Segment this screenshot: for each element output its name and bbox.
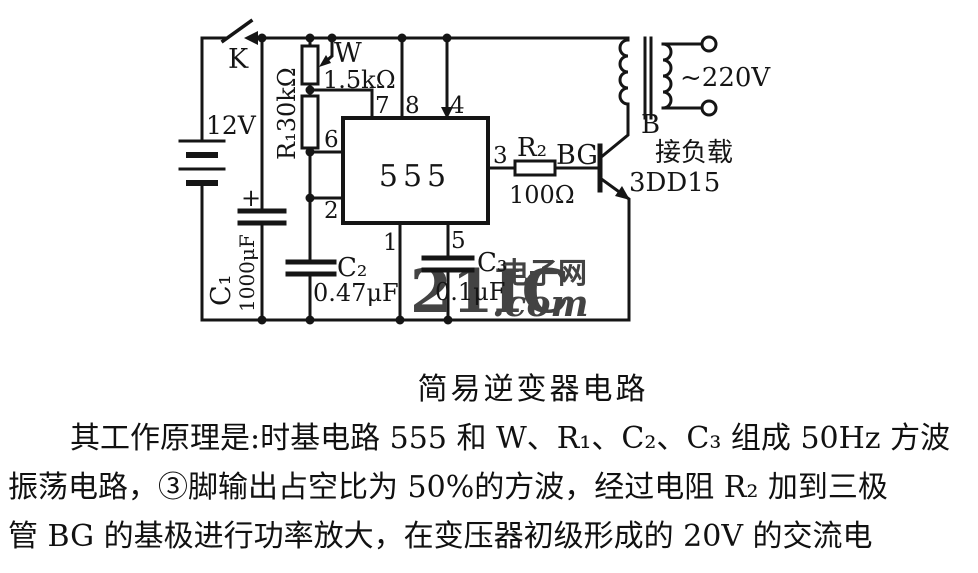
label-transistor-model: 3DD15 <box>629 168 720 198</box>
circuit-diagram: K 12V + C₁ 1000μF R₁30kΩ W 1.5kΩ 7 8 4 6… <box>178 18 771 327</box>
junction-dot <box>327 33 337 43</box>
transistor-emitter-arrow <box>615 186 630 200</box>
pot-w-body <box>300 44 320 86</box>
label-w-value: 1.5kΩ <box>323 66 396 94</box>
label-c2-name: C₂ <box>337 253 367 283</box>
label-c1-plus: + <box>241 184 261 212</box>
label-battery-12v: 12V <box>206 111 257 140</box>
junction-dot <box>395 315 405 325</box>
c1-plates <box>237 208 287 226</box>
label-c1-name: C₁ <box>206 275 237 306</box>
figure-caption: 简易逆变器电路 <box>417 372 649 407</box>
junction-dot <box>305 147 315 157</box>
resistor-r1-body <box>300 94 320 150</box>
label-transistor-bg: BG <box>556 140 598 171</box>
label-c2-value: 0.47μF <box>313 279 399 307</box>
transistor-collector-wire <box>597 102 630 161</box>
label-w-name: W <box>334 38 362 69</box>
junction-dot <box>305 193 315 203</box>
secondary-winding <box>661 42 673 110</box>
switch-blade <box>220 18 254 44</box>
label-c3-name: C₃ <box>477 248 507 278</box>
label-ic-555: 555 <box>379 159 451 194</box>
c2-plates <box>285 259 337 277</box>
output-terminal <box>700 35 718 53</box>
label-pin5: 5 <box>451 228 466 254</box>
label-r1: R₁30kΩ <box>273 67 301 160</box>
label-pin2: 2 <box>324 198 339 224</box>
description-paragraph: 其工作原理是:时基电路 555 和 W、R₁、C₂、C₃ 组成 50Hz 方波 … <box>0 414 978 561</box>
junction-dot <box>442 33 452 43</box>
junction-dot <box>305 33 315 43</box>
switch-contact <box>244 31 258 45</box>
junction-dot <box>257 315 267 325</box>
description-line-2: 振荡电路，③脚输出占空比为 50%的方波，经过电阻 R₂ 加到三极 <box>8 470 888 505</box>
junction-dot <box>305 315 315 325</box>
watermark: 21IC 电子网 .com <box>410 256 589 327</box>
watermark-tld: .com <box>492 283 589 325</box>
junction-dots <box>257 33 453 325</box>
transistor-emitter-wire <box>597 175 631 322</box>
battery-symbol <box>178 139 226 186</box>
junction-dot <box>397 33 407 43</box>
description-line-3: 管 BG 的基极进行功率放大，在变压器初级形成的 20V 的交流电 <box>8 519 873 554</box>
description-line-1: 其工作原理是:时基电路 555 和 W、R₁、C₂、C₃ 组成 50Hz 方波 <box>70 421 951 456</box>
label-load-note: 接负载 <box>655 138 733 168</box>
label-r2-name: R₂ <box>517 133 547 163</box>
primary-winding <box>618 36 630 106</box>
label-pin8: 8 <box>405 93 420 119</box>
junction-dot <box>305 85 315 95</box>
label-r2-value: 100Ω <box>509 181 575 209</box>
label-switch-k: K <box>228 44 249 75</box>
pin7-wire <box>308 88 374 120</box>
label-pin7: 7 <box>375 93 390 119</box>
label-output-voltage: ~220V <box>680 63 771 93</box>
resistor-r2-body <box>513 159 557 177</box>
junction-dot <box>443 315 453 325</box>
transformer-b <box>618 35 718 120</box>
c3-plates <box>421 255 475 273</box>
pot-wiper-arrow <box>319 55 331 67</box>
output-terminal <box>700 99 718 117</box>
label-pin6: 6 <box>324 127 339 153</box>
label-pin3: 3 <box>493 143 508 169</box>
watermark-site: 电子网 <box>500 256 587 290</box>
junction-dot <box>257 33 267 43</box>
label-pin4: 4 <box>450 93 465 119</box>
label-transformer-b: B <box>641 110 660 140</box>
label-pin1: 1 <box>383 230 398 256</box>
schematic-area: K 12V + C₁ 1000μF R₁30kΩ W 1.5kΩ 7 8 4 6… <box>178 18 771 327</box>
ic-555-body <box>341 116 490 225</box>
label-c3-value: 0.1μF <box>435 278 505 306</box>
pin4-arrow <box>441 107 453 119</box>
watermark-brand: 21IC <box>410 257 569 327</box>
label-c1-value: 1000μF <box>235 234 259 312</box>
transistor-bg <box>597 102 631 322</box>
